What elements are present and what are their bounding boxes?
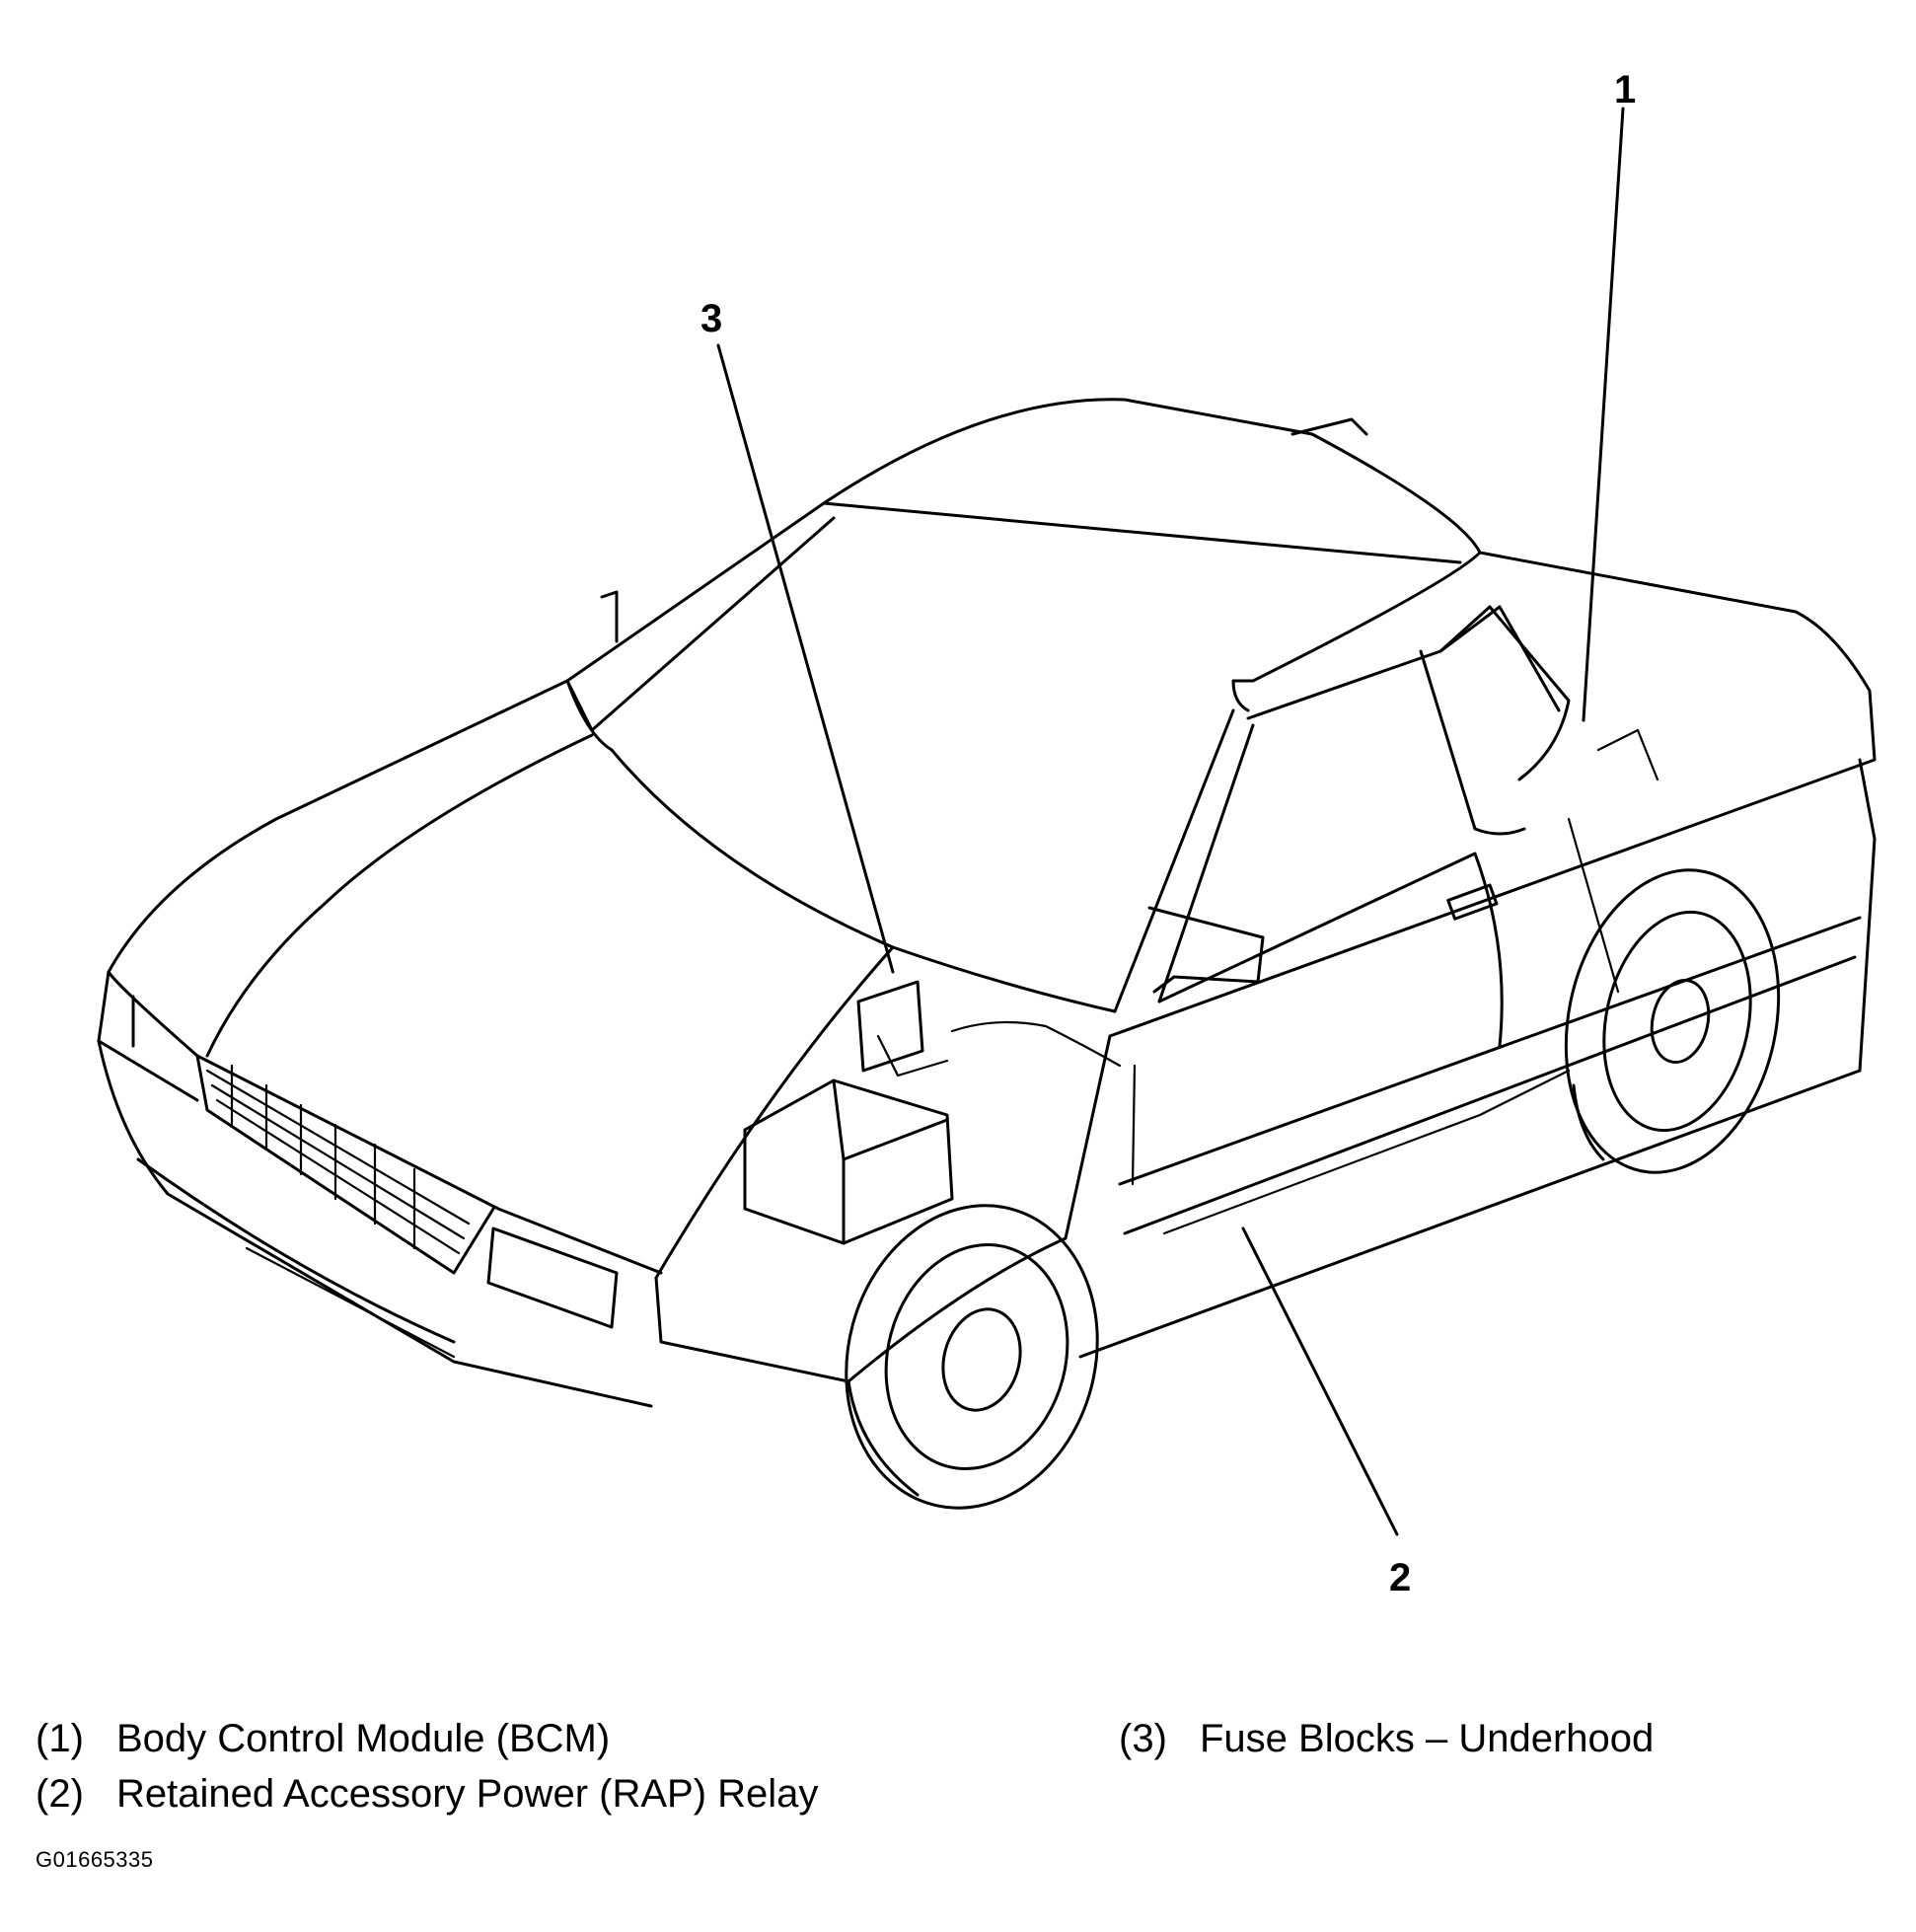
callout-2: 2 bbox=[1389, 1556, 1411, 1599]
legend-item-3: (3) Fuse Blocks – Underhood bbox=[1119, 1719, 1654, 1758]
leader-line-3 bbox=[716, 343, 895, 974]
legend-label: Body Control Module (BCM) bbox=[116, 1717, 611, 1760]
leader-line-1 bbox=[1582, 107, 1625, 722]
leader-lines bbox=[716, 107, 1625, 1536]
car-body-outline bbox=[97, 398, 1877, 1510]
callout-3: 3 bbox=[700, 297, 722, 340]
legend-num: (3) bbox=[1119, 1717, 1167, 1760]
legend-num: (2) bbox=[36, 1772, 84, 1816]
legend-label: Fuse Blocks – Underhood bbox=[1200, 1717, 1655, 1760]
figure-id: G01665335 bbox=[36, 1847, 154, 1872]
legend-item-1: (1) Body Control Module (BCM) bbox=[36, 1719, 610, 1758]
legend-item-2: (2) Retained Accessory Power (RAP) Relay bbox=[36, 1774, 818, 1814]
callout-1: 1 bbox=[1614, 68, 1636, 111]
leader-line-2 bbox=[1241, 1226, 1399, 1536]
callout-numbers: 1 2 3 bbox=[700, 68, 1636, 1599]
legend-label: Retained Accessory Power (RAP) Relay bbox=[116, 1772, 819, 1816]
legend-num: (1) bbox=[36, 1717, 84, 1760]
